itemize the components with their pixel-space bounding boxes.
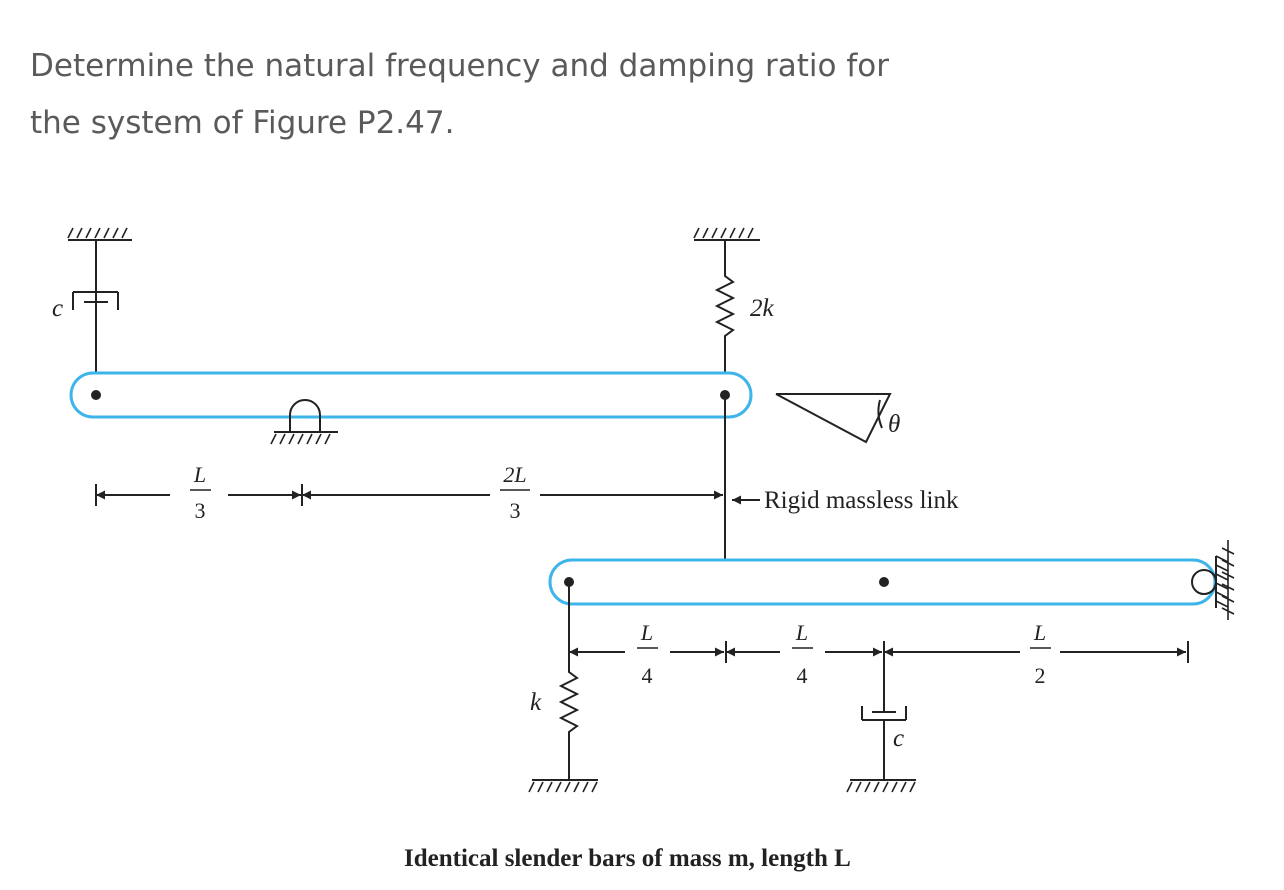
dim-upper-1-den: 3 <box>195 498 206 523</box>
dim-lower-3: L 2 <box>1030 620 1051 688</box>
rigid-link-label: Rigid massless link <box>764 487 959 514</box>
question-line-1: Determine the natural frequency and damp… <box>30 48 889 84</box>
spring-k <box>558 660 580 780</box>
theta-label: θ <box>888 411 900 438</box>
damper-top-label: c <box>52 295 63 322</box>
dim-lower-2-num: L <box>795 620 808 645</box>
question-text: Determine the natural frequency and damp… <box>30 38 1030 152</box>
dim-lower-1-num: L <box>640 620 653 645</box>
upper-bar-left-joint <box>91 390 101 400</box>
dimension-lower <box>568 582 1189 663</box>
damper-bottom <box>861 660 907 780</box>
dim-upper-1-num: L <box>193 462 206 487</box>
theta-indicator <box>775 393 892 444</box>
pin-support <box>270 399 338 445</box>
ground-bottom-left <box>528 779 598 793</box>
ground-bottom-right <box>846 779 916 793</box>
wall-pin-right <box>1191 540 1235 620</box>
dim-upper-2: 2L 3 <box>500 462 530 523</box>
ground-top-left <box>67 227 132 241</box>
upper-bar <box>69 371 753 419</box>
dim-lower-3-den: 2 <box>1035 663 1046 688</box>
dim-upper-2-den: 3 <box>510 498 521 523</box>
dim-lower-1: L 4 <box>637 620 658 688</box>
spring-2k <box>714 240 736 394</box>
damper-top <box>72 240 119 394</box>
lower-bar-mid-joint <box>879 577 889 587</box>
spring-2k-label: 2k <box>750 295 775 322</box>
dim-lower-3-num: L <box>1033 620 1046 645</box>
damper-bottom-label: c <box>893 725 904 752</box>
dimension-upper <box>95 484 726 506</box>
dim-lower-2-den: 4 <box>797 663 808 688</box>
question-line-2: the system of Figure P2.47. <box>30 105 455 141</box>
spring-k-label: k <box>530 689 542 716</box>
dim-upper-2-num: 2L <box>503 462 526 487</box>
ground-top-right <box>693 227 760 241</box>
dim-upper-1: L 3 <box>190 462 211 523</box>
figure-caption: Identical slender bars of mass m, length… <box>404 845 851 872</box>
dim-lower-1-den: 4 <box>642 663 653 688</box>
dim-lower-2: L 4 <box>792 620 813 688</box>
